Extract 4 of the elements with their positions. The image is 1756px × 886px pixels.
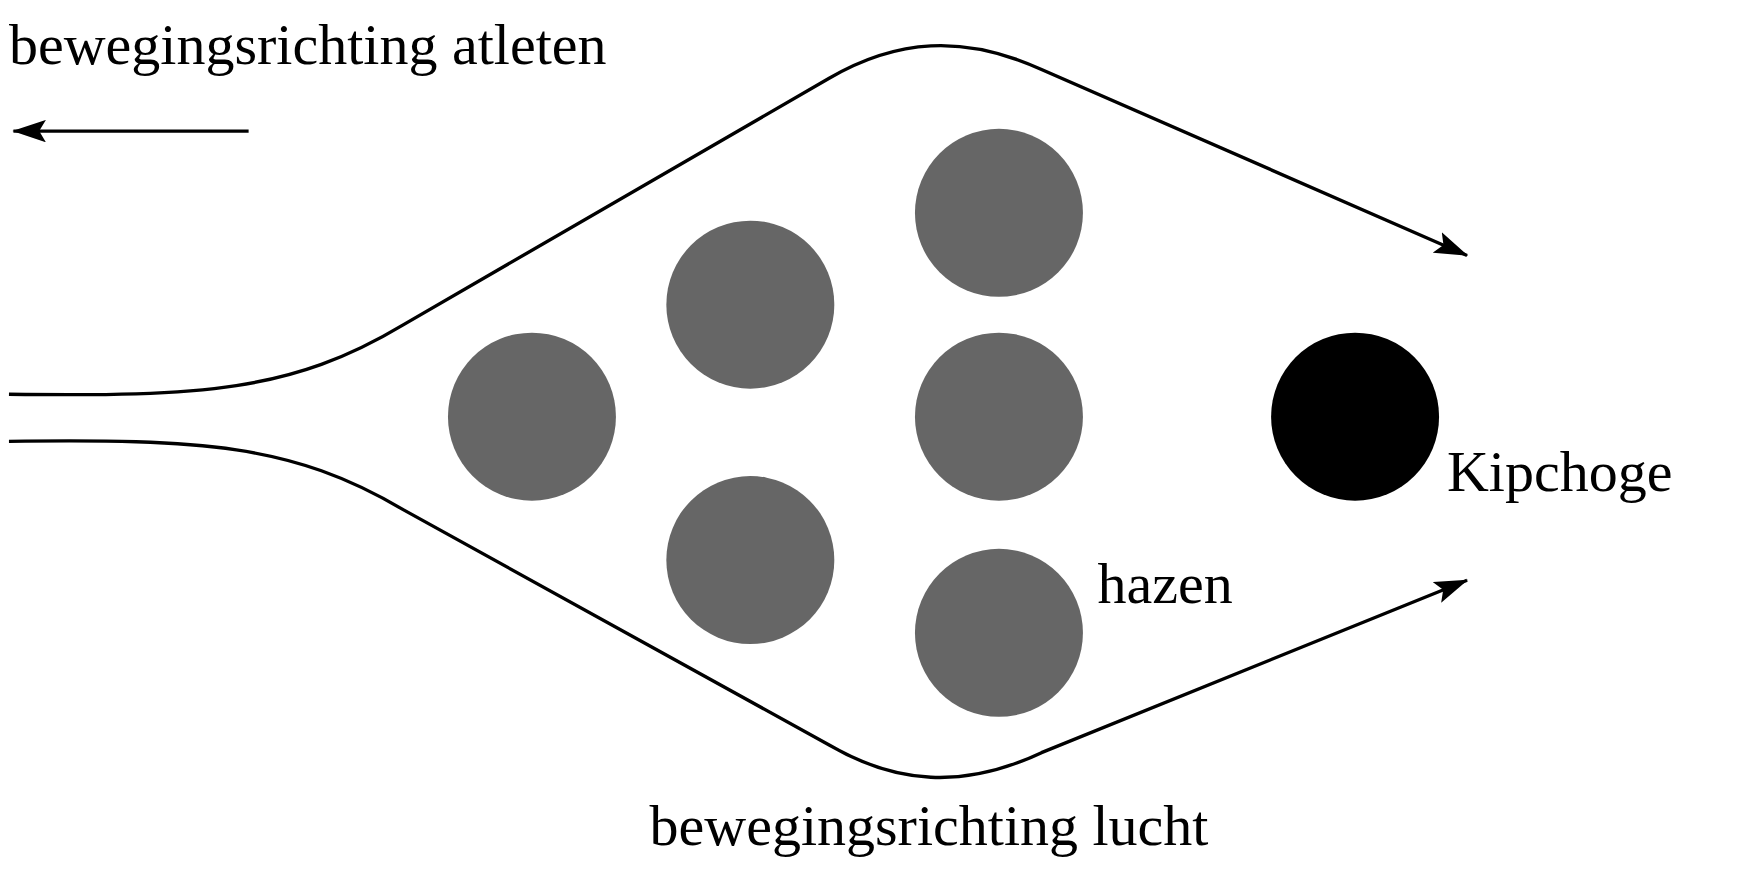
direction-label: bewegingsrichting lucht	[649, 797, 1209, 856]
direction-label: bewegingsrichting atleten	[8, 15, 607, 74]
group-label: hazen	[1097, 555, 1233, 614]
athlete-label: Kipchoge	[1446, 443, 1673, 502]
